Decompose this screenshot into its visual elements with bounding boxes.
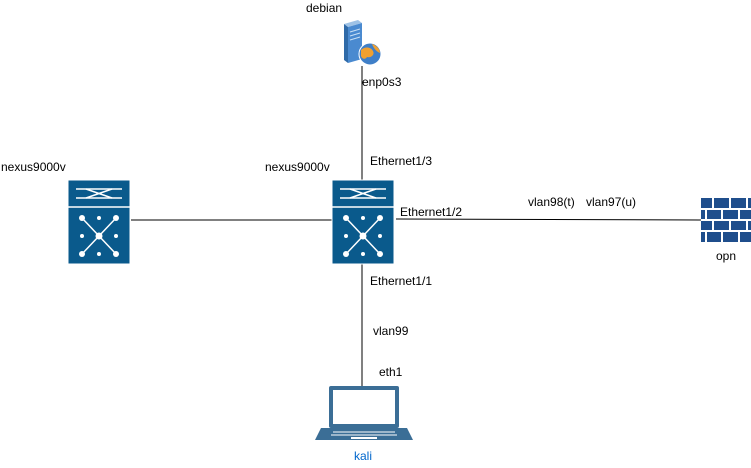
- vlan-label-vlan99: vlan99: [373, 324, 409, 338]
- left-switch-label: nexus9000v: [1, 160, 66, 174]
- laptop-icon[interactable]: [315, 386, 413, 440]
- port-label-ethernet1-2: Ethernet1/2: [400, 205, 463, 219]
- port-label-ethernet1-1: Ethernet1/1: [370, 274, 433, 288]
- kali-label: kali: [353, 449, 373, 463]
- link-core-firewall: [395, 218, 702, 221]
- server-icon[interactable]: [344, 20, 382, 66]
- nexus-switch-icon[interactable]: [67, 179, 131, 265]
- debian-label: debian: [306, 1, 343, 15]
- firewall-label: opn: [715, 249, 737, 263]
- firewall-icon[interactable]: [701, 198, 751, 242]
- vlan-label-untagged: vlan97(u): [586, 195, 637, 209]
- port-label-enp0s3: enp0s3: [362, 75, 402, 89]
- core-switch-label: nexus9000v: [265, 160, 330, 174]
- nexus-switch-icon[interactable]: [331, 179, 395, 265]
- vlan-label-tagged: vlan98(t): [528, 195, 575, 209]
- port-label-eth1: eth1: [379, 365, 403, 379]
- port-label-ethernet1-3: Ethernet1/3: [370, 154, 433, 168]
